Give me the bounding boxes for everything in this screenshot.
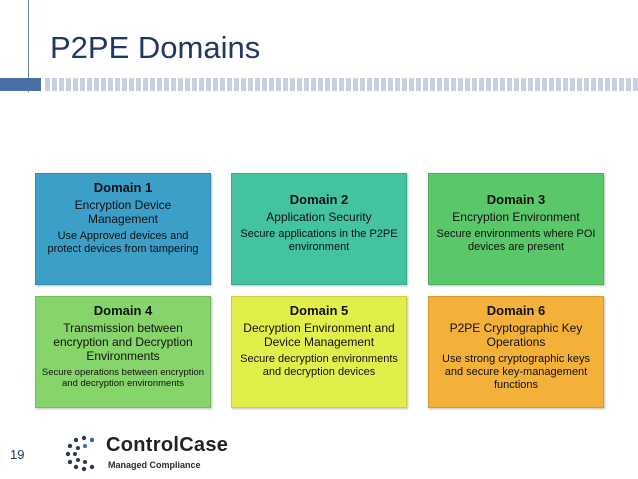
domain-heading: Domain 4 (93, 303, 153, 318)
domain-description: Use Approved devices and protect devices… (47, 230, 199, 255)
domain-4-tile: Domain 4 Transmission between encryption… (35, 296, 211, 408)
domain-subtitle: P2PE Cryptographic Key Operations (449, 321, 583, 349)
domain-description: Secure operations between encryption and… (41, 367, 205, 389)
domain-heading: Domain 6 (486, 303, 546, 318)
title-divider-bar (0, 74, 638, 94)
controlcase-logo-icon (65, 435, 95, 472)
domain-description: Secure environments where POI devices ar… (436, 228, 596, 253)
divider-solid-segment (0, 78, 41, 91)
domain-subtitle: Application Security (266, 210, 372, 224)
domain-subtitle: Decryption Environment and Device Manage… (243, 321, 395, 349)
domain-heading: Domain 1 (93, 180, 153, 195)
slide-page-number: 19 (10, 447, 25, 462)
domain-6-tile: Domain 6 P2PE Cryptographic Key Operatio… (428, 296, 604, 408)
domain-heading: Domain 5 (289, 303, 349, 318)
domain-description: Use strong cryptographic keys and secure… (442, 353, 590, 391)
title-side-rule (28, 0, 29, 92)
domain-2-tile: Domain 2 Application Security Secure app… (231, 173, 407, 285)
domain-subtitle: Transmission between encryption and Decr… (53, 321, 193, 363)
domain-heading: Domain 2 (289, 192, 349, 207)
domain-1-tile: Domain 1 Encryption Device Management Us… (35, 173, 211, 285)
domain-description: Secure applications in the P2PE environm… (240, 228, 398, 253)
controlcase-logo: ControlCase Managed Compliance (64, 430, 228, 475)
domain-description: Secure decryption environments and decry… (240, 353, 398, 378)
logo-brand-text: ControlCase (106, 434, 229, 456)
logo-tagline: Managed Compliance (108, 460, 201, 470)
domain-5-tile: Domain 5 Decryption Environment and Devi… (231, 296, 407, 408)
domain-grid: Domain 1 Encryption Device Management Us… (33, 170, 605, 408)
domain-3-tile: Domain 3 Encryption Environment Secure e… (428, 173, 604, 285)
slide-title: P2PE Domains (50, 30, 261, 65)
domain-subtitle: Encryption Environment (452, 210, 580, 224)
domain-heading: Domain 3 (486, 192, 546, 207)
domain-subtitle: Encryption Device Management (74, 198, 172, 226)
divider-striped-segment (45, 78, 638, 91)
